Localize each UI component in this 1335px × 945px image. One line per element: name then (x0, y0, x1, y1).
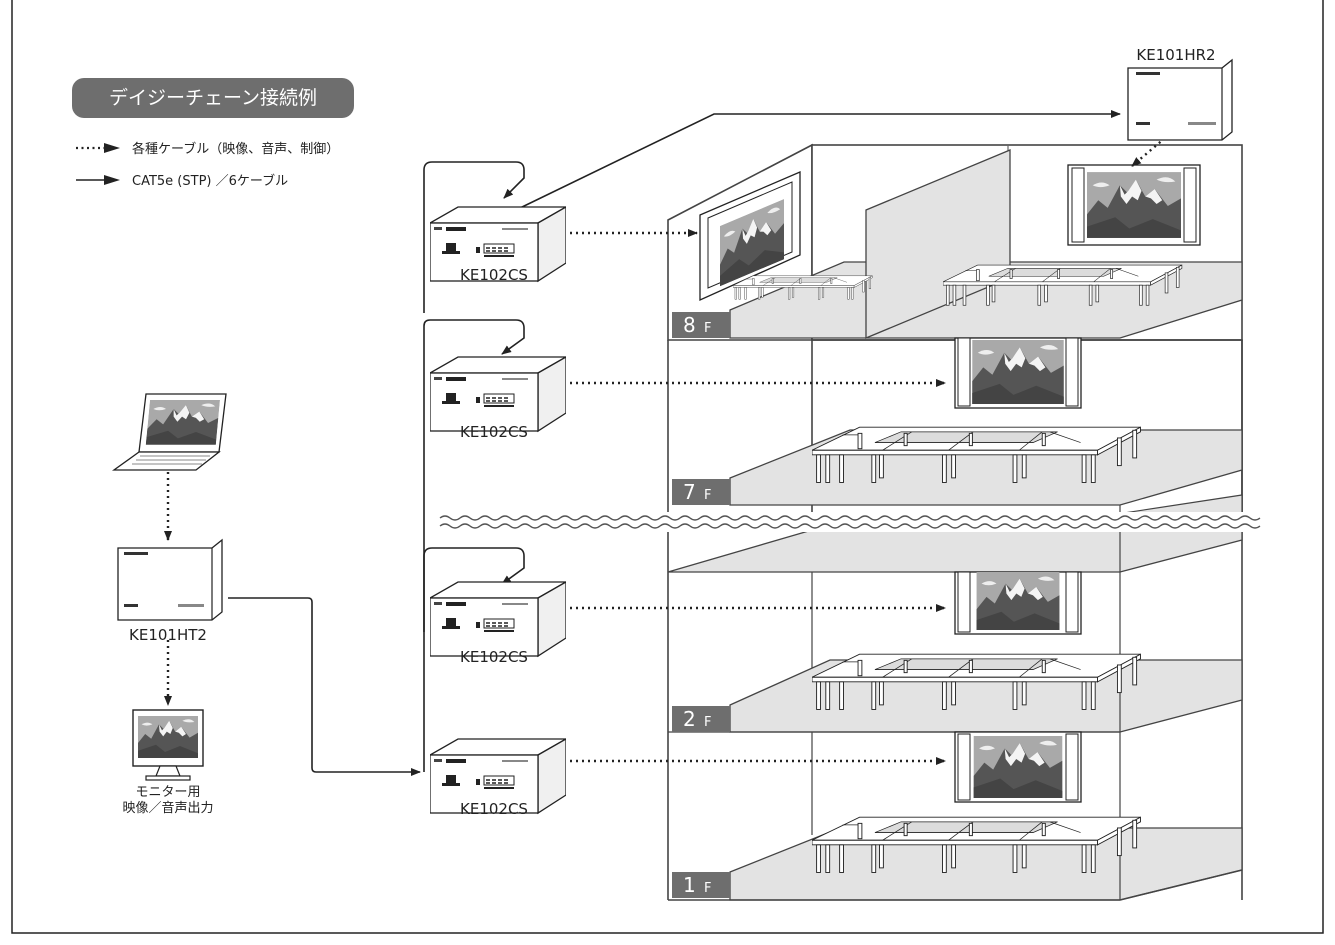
ke101hr2-device[interactable]: KE101HR2 (1128, 46, 1232, 140)
screen-7f (955, 338, 1081, 408)
extender-box-icon (430, 357, 566, 431)
svg-text:F: F (704, 488, 711, 503)
screen-1f (955, 732, 1081, 802)
svg-text:8: 8 (683, 313, 696, 337)
ke102cs-device-1f[interactable]: KE102CS (430, 739, 566, 818)
svg-text:F: F (704, 321, 711, 336)
mountain-screen-icon (977, 572, 1060, 630)
monitor-caption-line2: 映像／音声出力 (122, 800, 213, 816)
ke101hr2-label: KE101HR2 (1136, 46, 1215, 64)
diagram-title: デイジーチェーン接続例 (109, 87, 317, 109)
legend-solid-label: CAT5e (STP) ／6ケーブル (132, 173, 288, 189)
ke101ht2-label: KE101HT2 (129, 626, 207, 644)
title-badge: デイジーチェーン接続例 (72, 78, 354, 118)
break-line (440, 512, 1260, 532)
svg-text:F: F (704, 881, 711, 896)
ke102cs-label: KE102CS (460, 423, 528, 441)
ke101ht2-device[interactable]: KE101HT2 (118, 540, 222, 644)
monitor-icon (133, 710, 203, 780)
floor-label-1f: 1 F (672, 872, 730, 898)
svg-text:F: F (704, 715, 711, 730)
ke102cs-device-2f[interactable]: KE102CS (430, 582, 566, 666)
svg-text:1: 1 (683, 873, 696, 897)
floor-label-2f: 2 F (672, 706, 730, 732)
legend: 各種ケーブル（映像、音声、制御） CAT5e (STP) ／6ケーブル (76, 141, 339, 189)
legend-solid-arrow-icon (104, 175, 120, 185)
monitor-caption-line1: モニター用 (135, 785, 200, 800)
mountain-screen-icon (974, 736, 1063, 798)
svg-text:2: 2 (683, 707, 696, 731)
ke102cs-label: KE102CS (460, 800, 528, 818)
screen-2f (955, 572, 1081, 634)
mountain-screen-icon (972, 340, 1063, 404)
ke102cs-label: KE102CS (460, 266, 528, 284)
ke102cs-device-8f[interactable]: KE102CS (430, 207, 566, 284)
floor-label-8f: 8 F (672, 312, 730, 338)
legend-dotted-arrow-icon (104, 143, 120, 153)
ke102cs-device-7f[interactable]: KE102CS (430, 357, 566, 441)
legend-dotted-label: 各種ケーブル（映像、音声、制御） (132, 141, 339, 157)
mountain-screen-icon (1087, 172, 1181, 238)
floor-label-7f: 7 F (672, 479, 730, 505)
extender-box-icon (430, 582, 566, 656)
screen-8f-right (1068, 165, 1200, 245)
svg-text:7: 7 (683, 480, 696, 504)
ke102cs-label: KE102CS (460, 648, 528, 666)
laptop-icon (114, 394, 226, 470)
